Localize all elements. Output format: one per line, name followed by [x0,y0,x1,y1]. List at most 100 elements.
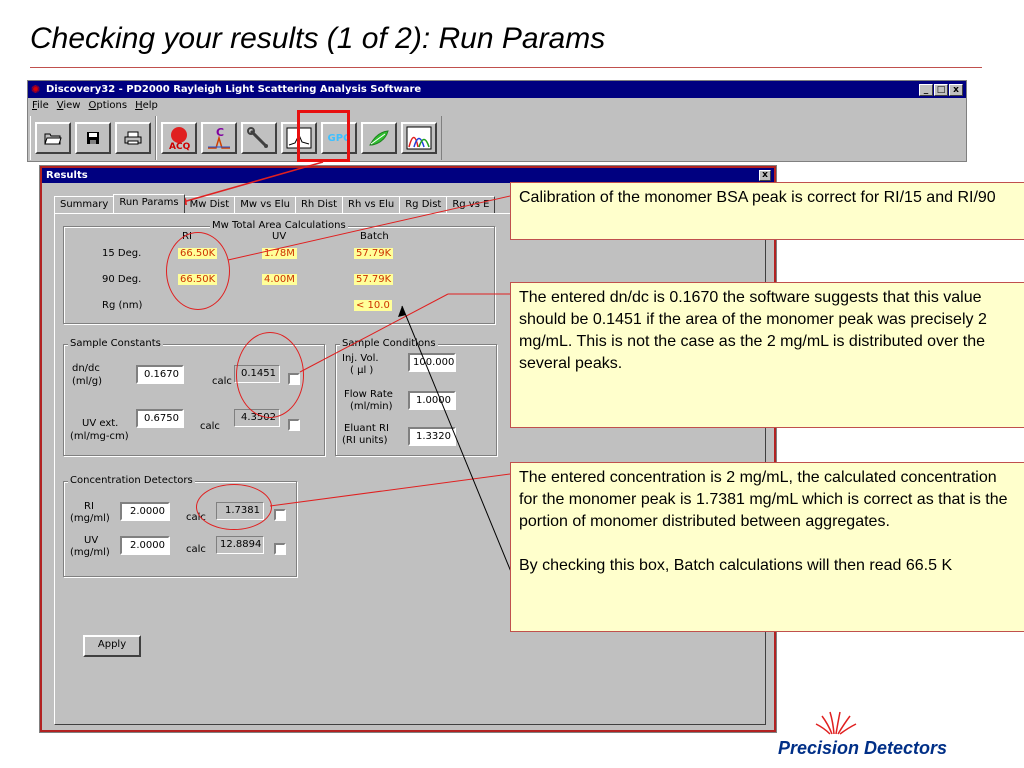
row-15deg-label: 15 Deg. [102,248,142,259]
callout-dndc-text: The entered dn/dc is 0.1670 the software… [519,289,987,372]
conc-uv-unit: (mg/ml) [70,547,110,558]
conc-ri-use-calc-checkbox[interactable] [274,509,286,521]
close-button[interactable]: x [949,83,963,96]
tab-run-params[interactable]: Run Params [113,194,185,213]
conc-uv-calc-value: 12.8894 [216,536,264,554]
uvext-label: UV ext. [82,418,119,429]
mw-calc-group: Mw Total Area Calculations RI UV Batch 1… [63,220,495,324]
sample-constants-label: Sample Constants [68,338,163,349]
maximize-button[interactable]: □ [934,83,948,96]
app-logo-icon: ✺ [31,82,41,96]
tools-wrench-icon [247,127,271,149]
leaf-icon [367,128,391,148]
toolbar-group-file [30,116,156,160]
eluant-ri-input[interactable]: 1.3320 [408,427,456,446]
precision-detectors-logo: Precision Detectors [778,708,1018,764]
tab-mw-dist[interactable]: Mw Dist [183,196,236,213]
app-title: Discovery32 - PD2000 Rayleigh Light Scat… [46,84,422,95]
dndc-calc-label: calc [212,376,232,387]
tab-rg-dist[interactable]: Rg Dist [399,196,448,213]
uvext-calc-label: calc [200,421,220,432]
acquire-label: ACQ [169,142,191,151]
conc-uv-calc-label: calc [186,544,206,555]
results-tabs: Summary Run Params Mw Dist Mw vs Elu Rh … [54,194,496,213]
conc-ri-input[interactable]: 2.0000 [120,502,170,521]
callout-calibration: Calibration of the monomer BSA peak is c… [510,182,1024,240]
save-button[interactable] [75,122,111,154]
uvext-unit: (ml/mg-cm) [70,431,129,442]
mw-90-uv: 4.00M [262,274,297,285]
menu-help[interactable]: Help [135,100,158,111]
callout-concentration-text: The entered concentration is 2 mg/mL, th… [519,469,1008,530]
acquire-icon: ACQ [164,125,194,151]
menu-file[interactable]: File [32,100,49,111]
burst-icon [815,711,857,735]
tab-rh-vs-elu[interactable]: Rh vs Elu [342,196,401,213]
app-titlebar: ✺ Discovery32 - PD2000 Rayleigh Light Sc… [28,81,966,98]
conc-ri-calc-label: calc [186,512,206,523]
inj-vol-label: Inj. Vol. [342,353,379,364]
minimize-button[interactable]: _ [919,83,933,96]
toolbar-group-analysis: ACQ C GPC [156,116,442,160]
callout-calibration-text: Calibration of the monomer BSA peak is c… [519,189,996,206]
print-button[interactable] [115,122,151,154]
apply-button[interactable]: Apply [83,635,141,657]
dndc-calc-ring [236,332,304,418]
conc-ri-label: RI [84,501,94,512]
menu-bar: File View Options Help [28,98,966,113]
col-batch-header: Batch [360,231,389,242]
col-uv-header: UV [272,231,287,242]
conc-uv-label: UV [84,535,99,546]
dndc-label: dn/dc [72,363,100,374]
peaks-button[interactable] [401,122,437,154]
tab-mw-vs-elu[interactable]: Mw vs Elu [234,196,296,213]
menu-options[interactable]: Options [88,100,128,111]
eluant-ri-label: Eluant RI [344,423,389,434]
callout-checkbox-text: By checking this box, Batch calculations… [519,557,953,574]
chromatogram-c-icon: C [206,126,232,150]
acquire-button[interactable]: ACQ [161,122,197,154]
row-rg-label: Rg (nm) [102,300,143,311]
conc-detectors-label: Concentration Detectors [68,475,195,486]
uvext-input[interactable]: 0.6750 [136,409,184,428]
dndc-unit: (ml/g) [72,376,103,387]
ri-values-ring [166,232,230,310]
mw-calc-label: Mw Total Area Calculations [210,220,348,231]
conc-uv-use-calc-checkbox[interactable] [274,543,286,555]
results-close-button[interactable]: x [759,170,771,181]
tab-summary[interactable]: Summary [54,196,115,213]
sample-conditions-group: Sample Conditions Inj. Vol. ( µl ) 100.0… [335,338,497,456]
print-icon [124,131,142,145]
rg-batch: < 10.0 [354,300,392,311]
results-titlebar: Results x [42,168,774,183]
title-divider [30,67,982,68]
gpc-button[interactable]: GPC [321,122,357,154]
logo-text: Precision Detectors [778,738,948,758]
row-90deg-label: 90 Deg. [102,274,142,285]
conc-uv-input[interactable]: 2.0000 [120,536,170,555]
results-tool-highlight [297,110,350,162]
inj-vol-unit: ( µl ) [350,365,374,376]
leaf-button[interactable] [361,122,397,154]
inj-vol-input[interactable]: 100.000 [408,353,456,372]
peaks-icon [406,126,432,150]
tools-button[interactable] [241,122,277,154]
tab-rh-dist[interactable]: Rh Dist [294,196,344,213]
toolbar: ACQ C GPC [30,115,964,161]
open-button[interactable] [35,122,71,154]
app-window: ✺ Discovery32 - PD2000 Rayleigh Light Sc… [27,80,967,162]
save-disk-icon [86,131,100,145]
mw-90-batch: 57.79K [354,274,394,285]
slide-title: Checking your results (1 of 2): Run Para… [30,22,606,55]
flow-rate-input[interactable]: 1.0000 [408,391,456,410]
flow-rate-label: Flow Rate [344,389,393,400]
gpc-icon: GPC [327,132,351,144]
sample-conditions-label: Sample Conditions [340,338,438,349]
callout-concentration: The entered concentration is 2 mg/mL, th… [510,462,1024,632]
uvext-use-calc-checkbox[interactable] [288,419,300,431]
chromatogram-button[interactable]: C [201,122,237,154]
menu-view[interactable]: View [56,100,81,111]
tab-rg-vs-elu[interactable]: Rg vs E [446,196,496,213]
open-folder-icon [44,131,62,145]
dndc-input[interactable]: 0.1670 [136,365,184,384]
